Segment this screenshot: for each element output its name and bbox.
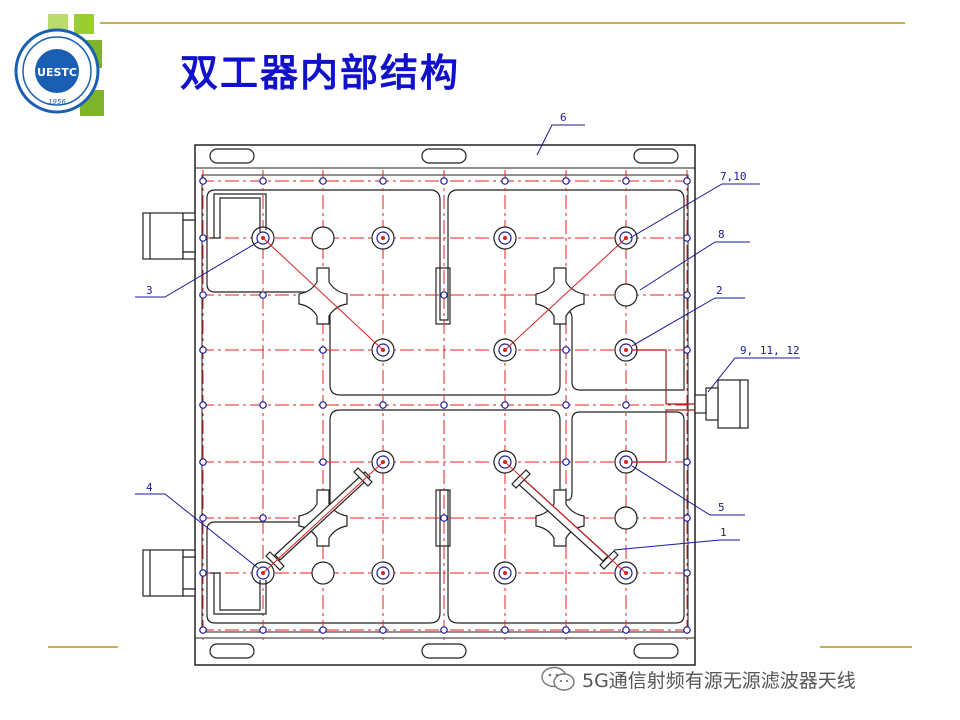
callout-label-1: 1 [720,526,727,539]
callout-label-5: 5 [718,501,725,514]
mounting-slots [209,148,679,659]
deco-square-2 [74,14,94,34]
callout-label-7-10: 7,10 [720,170,747,183]
watermark: 5G通信射频有源无源滤波器天线 [540,664,950,694]
wechat-icon [541,666,575,691]
callout-label-4: 4 [146,481,153,494]
bottom-accent-line-left [48,646,118,648]
duplexer-structure-diagram: 6 7,10 8 2 9, 11, 12 3 4 5 1 [135,111,800,666]
watermark-text: 5G通信射频有源无源滤波器天线 [582,669,856,692]
callout-label-9-11-12: 9, 11, 12 [740,344,800,357]
top-accent-line [100,22,905,24]
slide-title: 双工器内部结构 [180,51,461,95]
callout-label-2: 2 [716,284,723,297]
callout-label-6: 6 [560,111,567,124]
callout-label-3: 3 [146,284,153,297]
connectors [142,193,749,615]
logo-year: 1956 [48,98,66,106]
university-logo-icon: UESTC 1956 [14,28,100,114]
red-coupling-lines [262,237,627,574]
bottom-accent-line-right [820,646,912,648]
callout-leaders [135,124,800,569]
logo-text: UESTC [37,66,77,79]
callout-label-8: 8 [718,228,725,241]
